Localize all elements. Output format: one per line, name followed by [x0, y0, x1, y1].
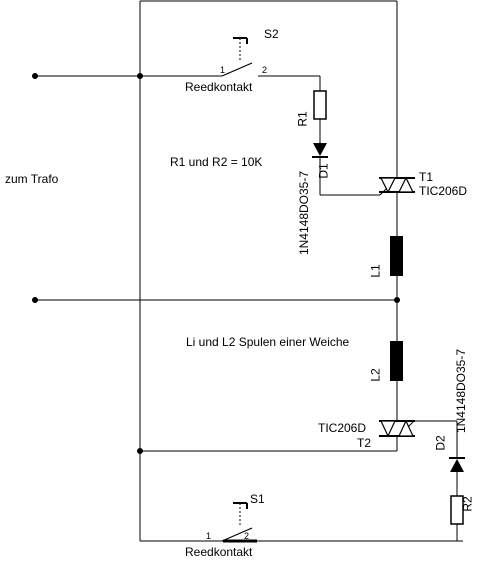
- s1-pin2: 2: [244, 531, 250, 541]
- terminal-upper: [32, 73, 38, 79]
- s2-pin1: 1: [220, 65, 226, 75]
- coil-note: Li und L2 Spulen einer Weiche: [186, 335, 350, 349]
- trafo-label: zum Trafo: [5, 172, 59, 186]
- l2-name: L2: [368, 368, 383, 382]
- resistor-r1: [313, 90, 327, 120]
- t2-name: T2: [357, 436, 372, 450]
- s1-name: S1: [250, 492, 265, 506]
- wire-gate-t2-tip: [407, 420, 415, 428]
- d2-part: 1N4148DO35-7: [454, 348, 469, 434]
- s2-caption: Reedkontakt: [185, 80, 253, 94]
- triac-t2-left-triangle: [380, 420, 396, 438]
- s2-name: S2: [264, 27, 279, 41]
- t1-part: TIC206D: [419, 184, 468, 198]
- triac-t1-left-triangle: [380, 177, 396, 194]
- s1-pin1: 1: [206, 531, 212, 541]
- t1-name: T1: [419, 170, 434, 184]
- diode-d1-body: [313, 143, 327, 156]
- s1-blade: [221, 527, 253, 542]
- d1-name: D1: [316, 163, 331, 179]
- terminal-middle: [32, 297, 38, 303]
- resistor-note: R1 und R2 = 10K: [170, 155, 263, 169]
- triac-t1-right-triangle: [398, 176, 414, 193]
- d2-name: D2: [433, 435, 448, 451]
- d1-part: 1N4148DO35-7: [297, 170, 312, 256]
- coil-l2: [390, 341, 403, 381]
- l1-name: L1: [368, 264, 383, 278]
- r2-name: R2: [460, 496, 475, 512]
- diode-d2-body: [450, 459, 464, 472]
- r1-name: R1: [295, 111, 310, 127]
- t2-part: TIC206D: [318, 421, 367, 435]
- s1-caption: Reedkontakt: [185, 545, 253, 559]
- s2-blade: [221, 62, 253, 77]
- triac-t2-right-triangle: [398, 419, 414, 437]
- s2-pin2: 2: [262, 65, 268, 75]
- coil-l1: [390, 236, 403, 276]
